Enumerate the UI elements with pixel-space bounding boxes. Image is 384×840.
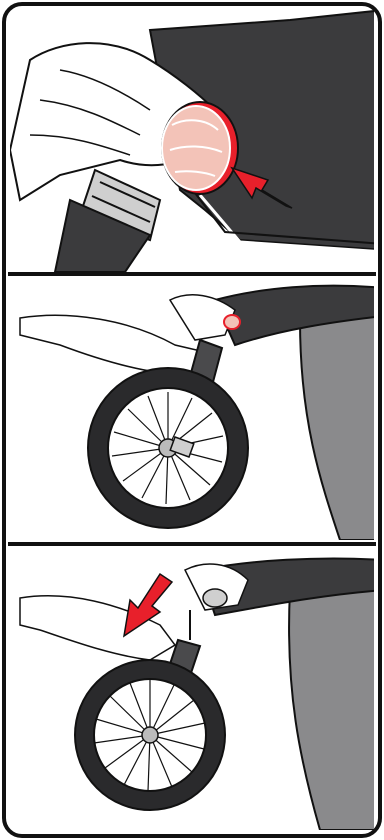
wheel-hub [142,727,158,743]
release-button [224,315,240,329]
release-button [162,106,230,190]
